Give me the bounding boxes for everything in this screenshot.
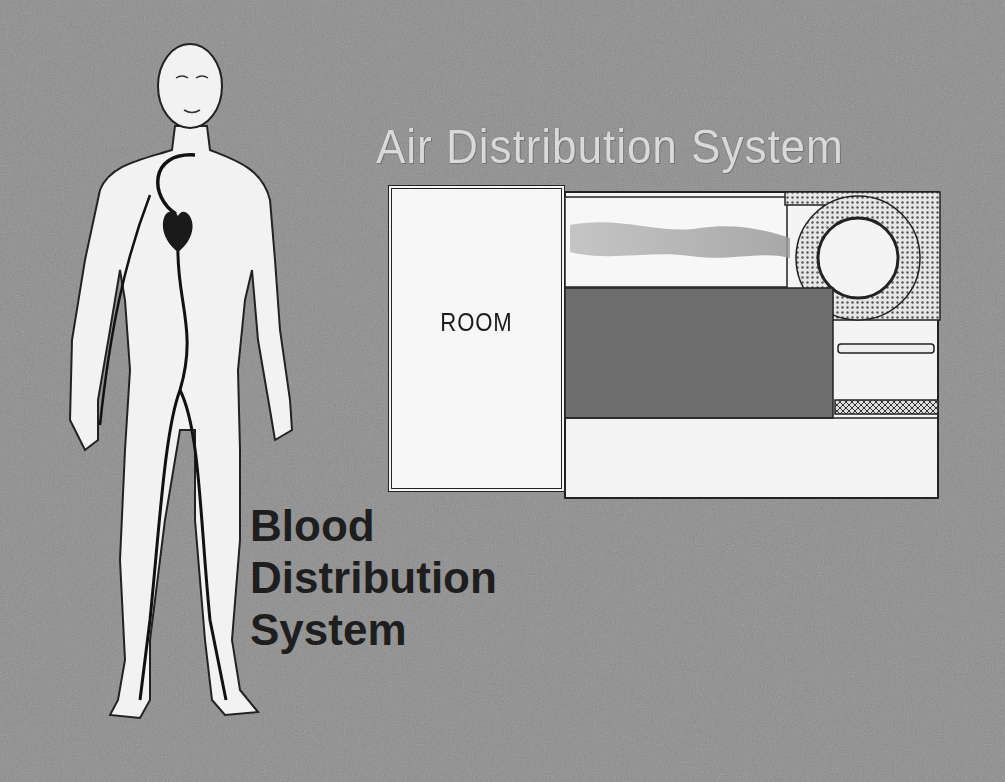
equipment-block bbox=[565, 288, 833, 418]
room-label: ROOM bbox=[435, 307, 517, 338]
room-box: ROOM bbox=[388, 185, 565, 492]
heart bbox=[163, 211, 193, 252]
airflow bbox=[570, 222, 790, 258]
system-caption: Blood Distribution System bbox=[250, 500, 595, 656]
filter bbox=[835, 400, 938, 414]
fan bbox=[818, 218, 898, 298]
system-heading: Air Distribution System bbox=[376, 118, 910, 176]
coil bbox=[838, 344, 934, 353]
air-system bbox=[565, 192, 940, 498]
